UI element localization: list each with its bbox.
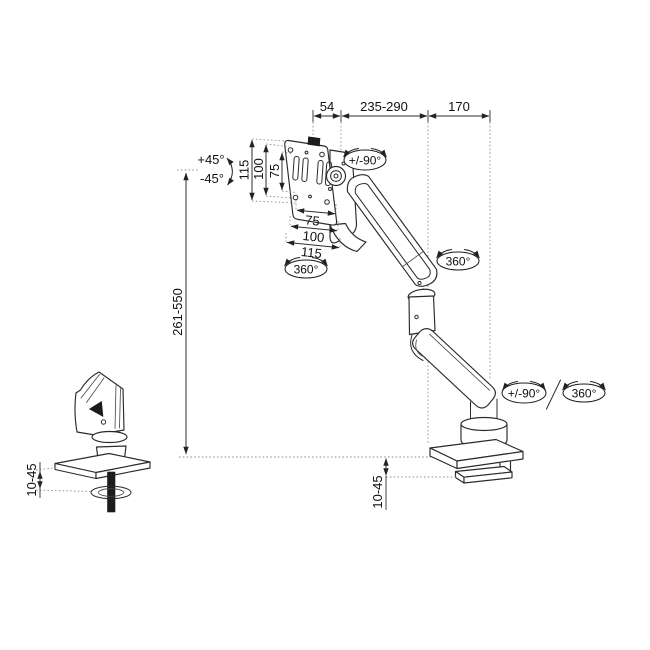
base-swivel-label: +/-90° [508,387,541,401]
head-swivel-annotation: +/-90° [343,148,387,171]
annotation-separator-slash [546,379,561,410]
grommet-mount-detail-view [54,371,151,513]
elbow-rotation-annotation: 360° [436,249,480,271]
dim-label-forearm-reach: 170 [448,99,470,114]
dim-label-upper-arm-reach: 235-290 [360,99,408,114]
tilt-arc-arrow [226,157,234,186]
vesa-plate [284,136,347,226]
vesa-slot [316,160,324,185]
base-rotation-collar [460,416,508,432]
dim-label-vesa-hole-height: 100 [251,158,266,180]
vesa-rotation-label: 360° [294,263,319,277]
base-rotation-annotation: +/-90° 360° [501,379,606,410]
quick-release-tab [307,136,321,147]
dim-label-height-range: 261-550 [170,288,185,336]
extension-lines-front [35,138,456,492]
desk-clamp-base [429,398,524,484]
tilt-down-label: -45° [200,171,224,186]
dim-label-vesa-hole-height-small: 75 [267,164,282,178]
dim-line-vesa-75h [296,208,336,216]
dim-label-vesa-hole-width-small: 75 [304,212,320,228]
upper-arm [346,174,438,293]
monitor-arm-main-view [284,136,524,484]
grommet-washer [90,485,132,500]
tilt-annotation: +45° -45° [197,152,234,186]
dim-label-head-offset: 54 [320,99,334,114]
vesa-rotation-annotation: 360° [284,257,328,279]
forearm [410,328,496,409]
dim-line-vesa-100h [290,224,338,233]
dimension-labels: 54 235-290 170 115 100 75 75 100 115 261… [24,99,470,509]
base-rotation-label: 360° [572,387,597,401]
extension-lines-behind [177,122,491,458]
dim-label-vesa-hole-width: 100 [302,228,325,245]
head-swivel-label: +/-90° [349,154,382,168]
dim-line-vesa-115h [286,240,340,250]
elbow-joint [407,288,436,336]
dim-label-clamp-thickness: 10-45 [370,475,385,508]
dim-label-grommet-thickness: 10-45 [24,463,39,496]
dimension-lines [37,110,491,510]
dim-label-vesa-plate-width: 115 [300,244,322,261]
elbow-rotation-label: 360° [446,255,471,269]
top-dimension-chain [312,110,491,122]
vesa-slot [301,157,309,182]
grommet-bolt [107,471,116,513]
vesa-slot [292,156,300,181]
dim-label-vesa-plate-height: 115 [237,160,252,181]
arm-joint-shadow [88,400,104,418]
tilt-hinge-knob [325,161,347,191]
rotation-annotations: +45° -45° +/-90° 360° 360° [197,148,606,410]
tilt-up-label: +45° [197,152,224,167]
